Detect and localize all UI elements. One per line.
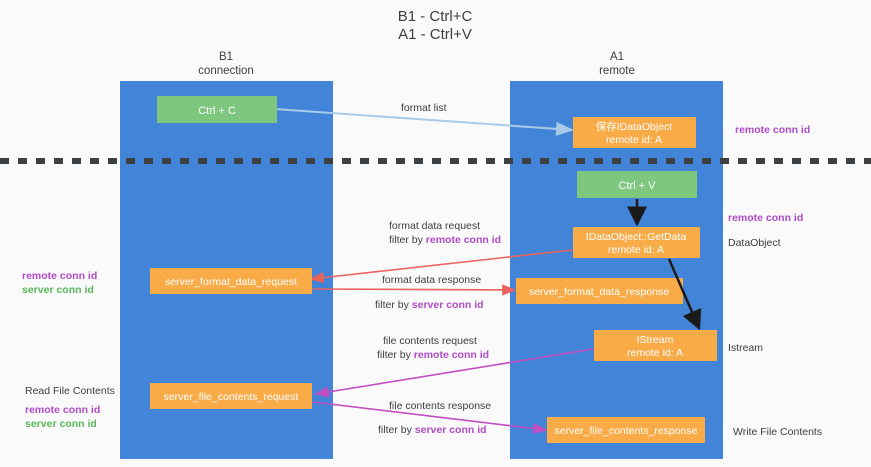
node-ctrl-c-label: Ctrl + C: [198, 105, 236, 117]
edge-label-format-list: format list: [401, 102, 447, 114]
node-server-file-contents-request: server_file_contents_request: [150, 383, 312, 409]
left-label-remote-conn-id-2: remote conn id: [25, 404, 100, 416]
node-server-format-data-request: server_format_data_request: [150, 268, 312, 294]
edge-label-format-data-request-filter: filter by remote conn id: [389, 234, 501, 246]
right-label-remote-conn-id-top: remote conn id: [735, 124, 810, 136]
node-getdata-rect: [573, 227, 700, 258]
node-server-file-contents-response-label: server_file_contents_response: [554, 425, 697, 437]
left-label-server-conn-id-2: server conn id: [25, 418, 97, 430]
edge-label-file-contents-response: file contents response: [389, 400, 491, 412]
node-istream: IStream remote id: A: [594, 330, 717, 361]
right-label-istream: Istream: [728, 342, 763, 354]
edge-getdata-to-istream-arrow: [667, 258, 702, 331]
node-idataobject: 保存IDataObject remote id: A: [573, 117, 696, 148]
node-ctrl-v-rect: [577, 171, 697, 198]
edge-file-contents-response-arrow: [312, 401, 548, 435]
left-label-read-file-contents: Read File Contents: [25, 385, 115, 397]
right-label-write-file-contents: Write File Contents: [733, 426, 822, 438]
right-label-dataobject: DataObject: [728, 237, 781, 249]
left-label-server-conn-id-1: server conn id: [22, 284, 94, 296]
edge-label-file-contents-response-filter: filter by server conn id: [378, 424, 487, 436]
node-server-file-contents-request-rect: [150, 383, 312, 409]
column-header-a1-name: A1: [610, 51, 624, 63]
column-header-b1-role: connection: [198, 65, 254, 77]
node-getdata-line2: remote id: A: [608, 244, 664, 256]
edge-format-data-response-arrow: [312, 284, 517, 296]
left-label-remote-conn-id-1: remote conn id: [22, 270, 97, 282]
node-server-format-data-response: server_format_data_response: [516, 278, 683, 304]
node-server-file-contents-request-label: server_file_contents_request: [164, 391, 299, 403]
node-istream-line1: IStream: [637, 334, 674, 346]
column-header-a1-role: remote: [599, 65, 635, 77]
node-istream-line2: remote id: A: [627, 347, 683, 359]
node-server-file-contents-response-rect: [547, 417, 705, 443]
column-header-b1-name: B1: [219, 51, 233, 63]
node-idataobject-line1: 保存IDataObject: [596, 120, 673, 133]
node-server-format-data-request-label: server_format_data_request: [165, 276, 297, 288]
node-ctrl-c: Ctrl + C: [157, 96, 277, 123]
edge-label-format-data-request: format data request: [389, 220, 480, 232]
edge-format-data-request-arrow: [309, 249, 573, 284]
node-ctrl-c-rect: [157, 96, 277, 123]
node-idataobject-line2: remote id: A: [606, 134, 662, 146]
node-idataobject-rect: [573, 117, 696, 148]
node-getdata-line1: IDataObject::GetData: [586, 231, 687, 243]
node-idataobject-getdata: IDataObject::GetData remote id: A: [573, 227, 700, 258]
node-server-file-contents-response: server_file_contents_response: [547, 417, 705, 443]
right-label-remote-conn-id-mid: remote conn id: [728, 212, 803, 224]
node-istream-rect: [594, 330, 717, 361]
edge-format-list-arrow: [274, 108, 574, 136]
node-server-format-data-response-rect: [516, 278, 683, 304]
edge-label-format-data-response-filter: filter by server conn id: [375, 299, 484, 311]
edge-label-format-data-response: format data response: [382, 274, 481, 286]
node-server-format-data-request-rect: [150, 268, 312, 294]
diagram-title-line1: B1 - Ctrl+C: [398, 8, 473, 25]
node-ctrl-v-label: Ctrl + V: [619, 180, 657, 192]
edge-file-contents-request-arrow: [314, 348, 594, 398]
node-server-format-data-response-label: server_format_data_response: [529, 286, 669, 298]
edge-label-file-contents-request: file contents request: [383, 335, 477, 347]
diagram-title-line2: A1 - Ctrl+V: [398, 26, 472, 43]
edge-label-file-contents-request-filter: filter by remote conn id: [377, 349, 489, 361]
node-ctrl-v: Ctrl + V: [577, 171, 697, 198]
